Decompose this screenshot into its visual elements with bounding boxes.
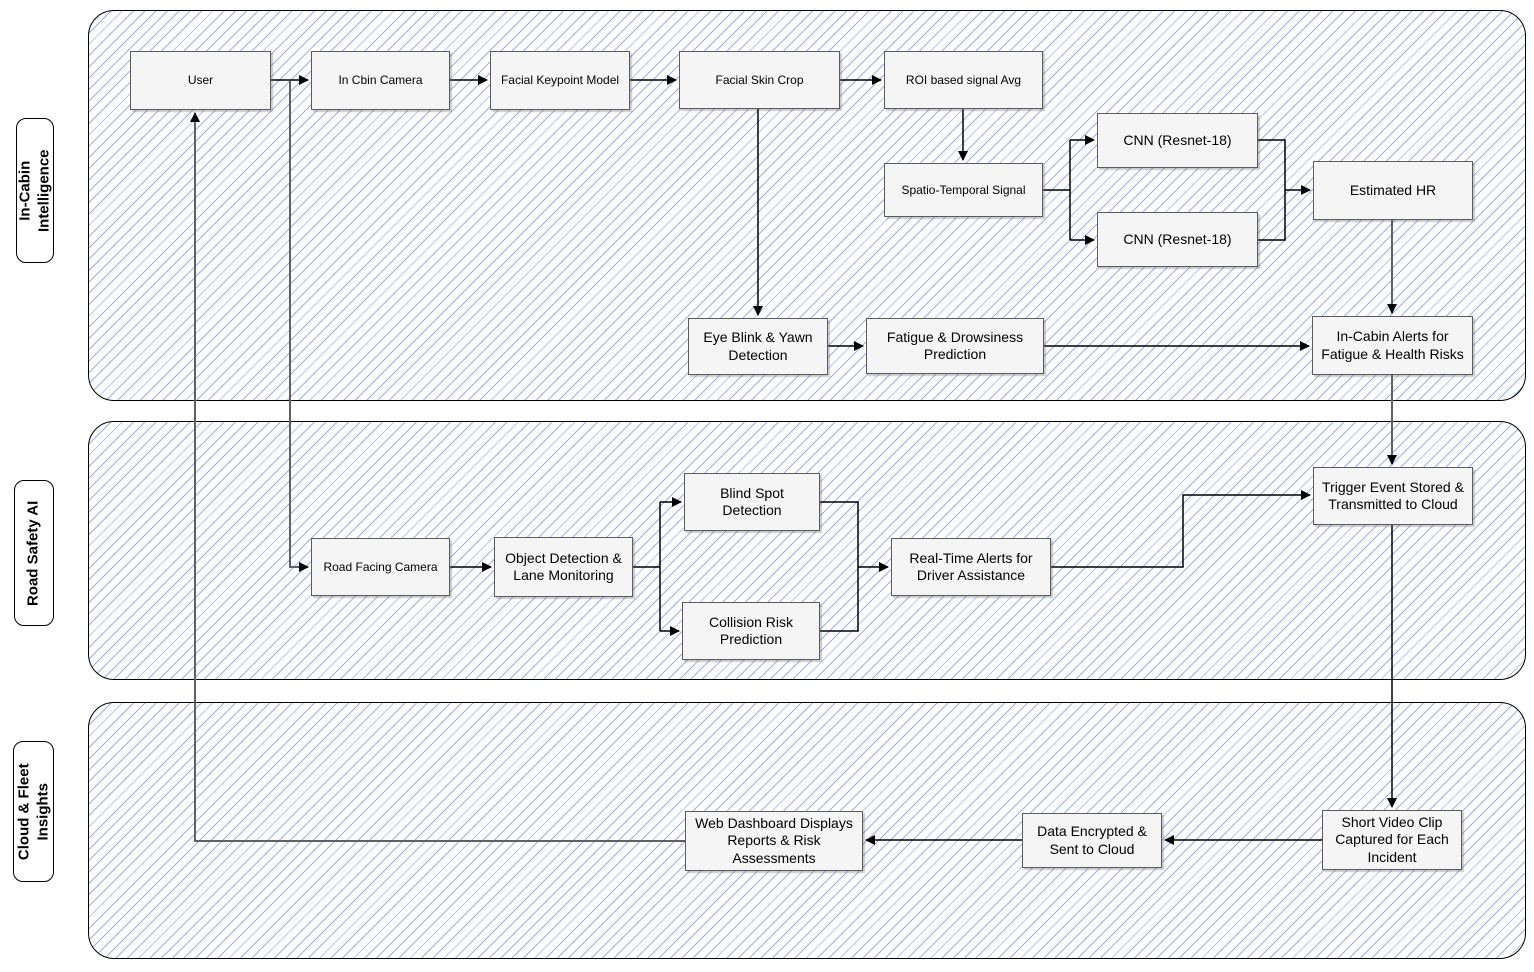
node-object-detection-lane-monitoring: Object Detection & Lane Monitoring: [494, 537, 633, 597]
node-incabin-alerts: In-Cabin Alerts for Fatigue & Health Ris…: [1312, 316, 1473, 375]
node-in-cbin-camera: In Cbin Camera: [311, 51, 450, 110]
lane-label-text: Road Safety AI: [24, 500, 42, 606]
node-collision-risk-prediction: Collision Risk Prediction: [682, 602, 820, 660]
lane-label-in-cabin-intelligence: In-Cabin Intelligence: [16, 118, 54, 263]
node-cnn-resnet18-bottom: CNN (Resnet-18): [1097, 212, 1258, 267]
node-trigger-event-stored: Trigger Event Stored & Transmitted to Cl…: [1313, 467, 1473, 525]
node-blind-spot-detection: Blind Spot Detection: [684, 473, 820, 531]
node-cnn-resnet18-top: CNN (Resnet-18): [1097, 113, 1258, 168]
node-facial-skin-crop: Facial Skin Crop: [679, 51, 840, 109]
node-spatio-temporal-signal: Spatio-Temporal Signal: [884, 163, 1043, 217]
lane-label-text: Cloud & Fleet Insights: [14, 763, 51, 860]
node-road-facing-camera: Road Facing Camera: [311, 538, 450, 596]
lane-label-road-safety-ai: Road Safety AI: [14, 480, 54, 626]
node-roi-based-signal-avg: ROI based signal Avg: [884, 51, 1043, 109]
node-estimated-hr: Estimated HR: [1313, 161, 1473, 220]
node-fatigue-drowsiness-prediction: Fatigue & Drowsiness Prediction: [866, 318, 1044, 374]
node-eye-blink-yawn-detection: Eye Blink & Yawn Detection: [688, 318, 828, 375]
node-web-dashboard: Web Dashboard Displays Reports & Risk As…: [685, 811, 863, 871]
node-short-video-clip: Short Video Clip Captured for Each Incid…: [1322, 810, 1462, 870]
node-facial-keypoint-model: Facial Keypoint Model: [490, 51, 630, 110]
lane-label-cloud-fleet-insights: Cloud & Fleet Insights: [13, 741, 54, 882]
node-data-encrypted: Data Encrypted & Sent to Cloud: [1022, 813, 1162, 868]
lane-label-text: In-Cabin Intelligence: [16, 149, 52, 232]
node-realtime-alerts-driver-assistance: Real-Time Alerts for Driver Assistance: [891, 538, 1051, 596]
node-user: User: [130, 51, 271, 110]
